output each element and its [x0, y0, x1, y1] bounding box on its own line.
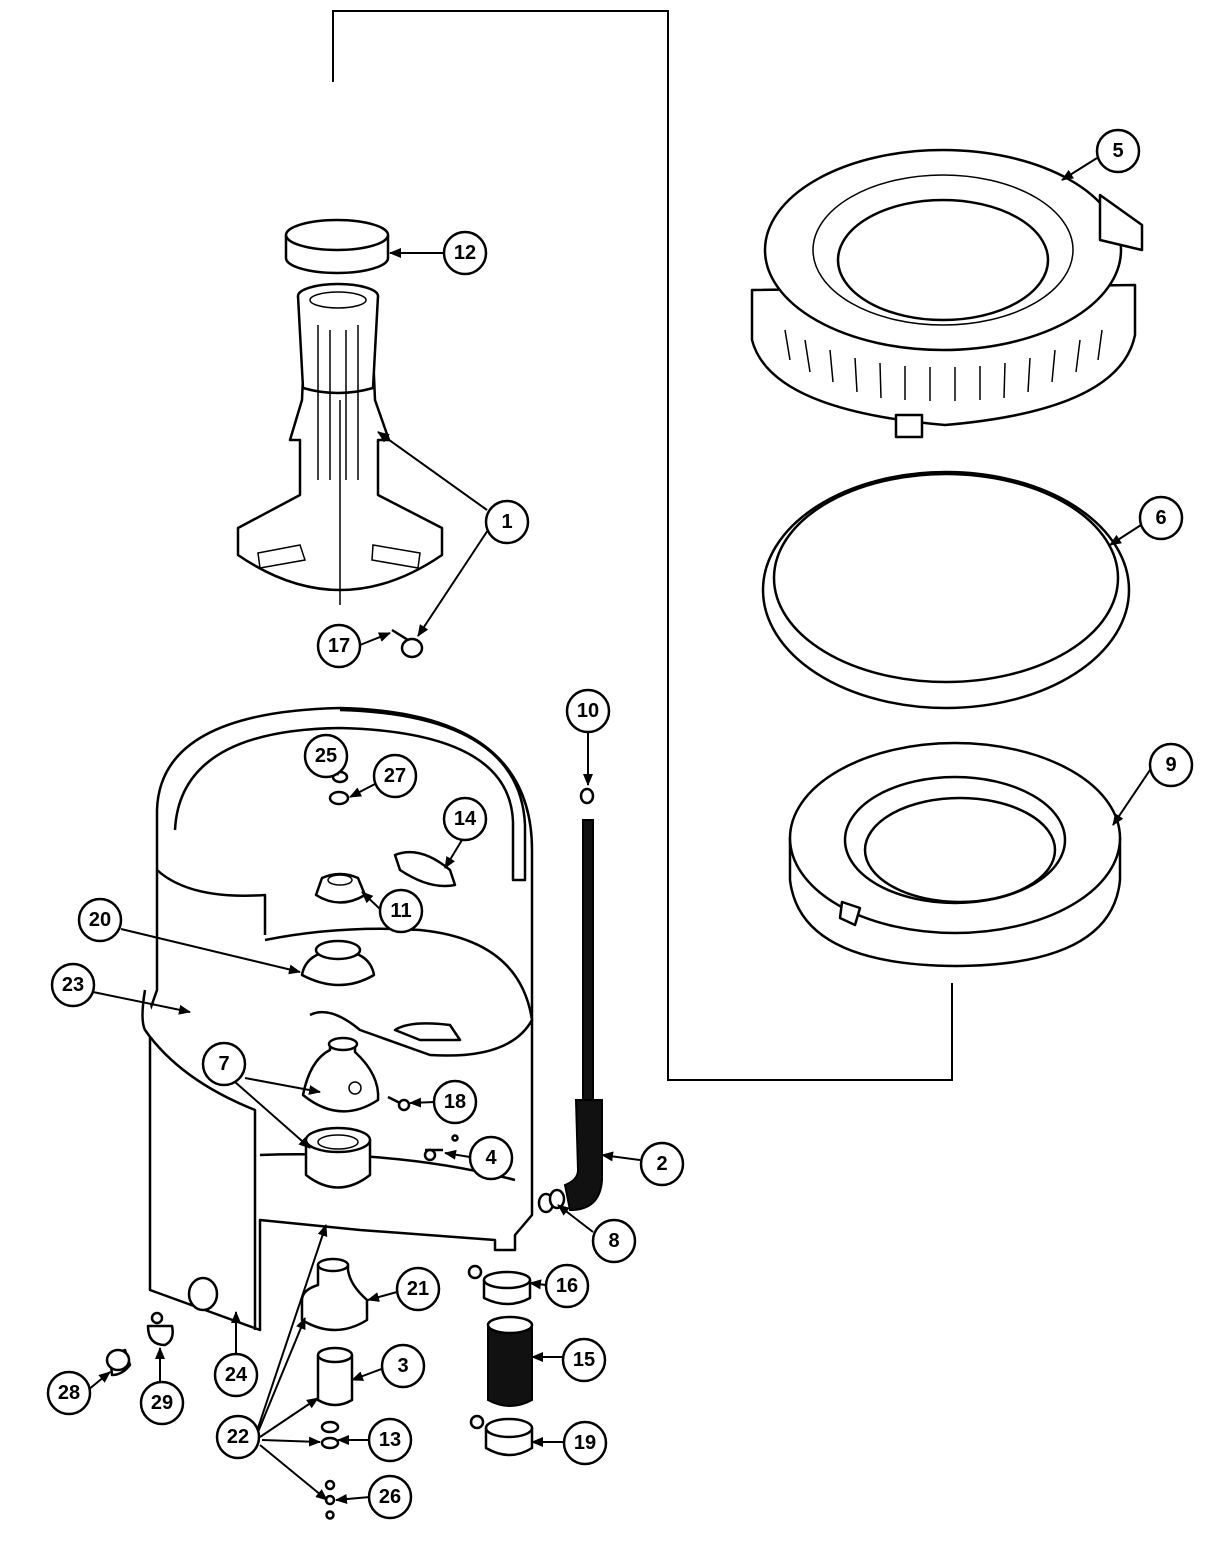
callout-19: 19	[562, 1420, 608, 1466]
part-screw	[391, 628, 424, 659]
callout-22: 22	[215, 1414, 261, 1460]
svg-text:4: 4	[485, 1147, 497, 1169]
callout-18: 18	[432, 1079, 478, 1125]
svg-text:13: 13	[379, 1429, 401, 1451]
svg-text:18: 18	[444, 1091, 466, 1113]
callout-23: 23	[50, 962, 96, 1008]
part-nut	[314, 872, 367, 904]
callout-26: 26	[367, 1474, 413, 1520]
part-boot	[300, 939, 376, 987]
callout-15: 15	[561, 1337, 607, 1383]
part-hose-clip	[146, 1311, 174, 1347]
callout-21: 21	[395, 1266, 441, 1312]
callout-1: 1	[484, 499, 530, 545]
callout-11: 11	[378, 888, 424, 934]
callout-13: 13	[367, 1417, 413, 1463]
svg-text:5: 5	[1112, 140, 1123, 162]
svg-text:17: 17	[328, 635, 350, 657]
part-clamp-19	[469, 1414, 534, 1457]
callout-14: 14	[442, 796, 488, 842]
part-agitator	[236, 282, 444, 605]
leader-lines	[87, 157, 1151, 1505]
callout-6: 6	[1138, 495, 1184, 541]
part-clip	[393, 850, 457, 888]
callout-4: 4	[468, 1135, 514, 1181]
svg-text:10: 10	[577, 700, 599, 722]
callout-2: 2	[639, 1141, 685, 1187]
part-washers	[320, 1420, 340, 1450]
svg-text:1: 1	[501, 511, 512, 533]
svg-text:11: 11	[390, 900, 411, 922]
part-hose	[563, 819, 603, 1212]
part-grommet	[579, 787, 595, 805]
callout-24: 24	[213, 1352, 259, 1398]
part-tub-cover	[788, 741, 1122, 968]
svg-text:26: 26	[379, 1486, 401, 1508]
callout-8: 8	[591, 1218, 637, 1264]
svg-text:22: 22	[227, 1426, 249, 1448]
callout-28: 28	[46, 1370, 92, 1416]
svg-text:28: 28	[58, 1382, 80, 1404]
svg-text:19: 19	[574, 1432, 596, 1454]
callout-16: 16	[544, 1263, 590, 1309]
assembly-connector-lines	[332, 10, 953, 1081]
part-sleeve	[316, 1346, 354, 1407]
part-washer	[537, 1188, 566, 1214]
part-tub-ring	[750, 148, 1144, 439]
callout-17: 17	[316, 623, 362, 669]
callout-7: 7	[201, 1041, 247, 1087]
part-screw-4	[423, 1134, 459, 1162]
svg-text:27: 27	[384, 765, 406, 787]
part-plug	[105, 1348, 132, 1377]
part-clamp-16	[467, 1264, 532, 1306]
svg-text:23: 23	[62, 974, 84, 996]
svg-text:12: 12	[454, 242, 476, 264]
svg-text:24: 24	[225, 1364, 248, 1386]
callout-25: 25	[303, 733, 349, 779]
svg-text:15: 15	[573, 1349, 595, 1371]
svg-text:21: 21	[407, 1278, 429, 1300]
svg-text:29: 29	[151, 1392, 173, 1414]
part-drain-hose	[486, 1315, 534, 1407]
callout-3: 3	[380, 1343, 426, 1389]
svg-text:8: 8	[608, 1230, 619, 1252]
callout-12: 12	[442, 230, 488, 276]
svg-text:25: 25	[315, 745, 337, 767]
part-hub	[300, 1257, 369, 1332]
callout-20: 20	[77, 897, 123, 943]
part-cap	[284, 218, 390, 275]
callout-10: 10	[565, 688, 611, 734]
svg-text:6: 6	[1155, 507, 1166, 529]
svg-text:3: 3	[397, 1355, 408, 1377]
svg-text:16: 16	[556, 1275, 578, 1297]
svg-text:2: 2	[656, 1153, 667, 1175]
part-seal-assembly	[301, 1036, 380, 1189]
part-seal-ring	[761, 470, 1131, 710]
svg-text:7: 7	[218, 1053, 229, 1075]
part-screw-18	[387, 1095, 411, 1112]
callout-5: 5	[1095, 128, 1141, 174]
callout-9: 9	[1148, 742, 1194, 788]
svg-text:20: 20	[89, 909, 111, 931]
callout-27: 27	[372, 753, 418, 799]
svg-text:14: 14	[454, 808, 477, 830]
callout-29: 29	[139, 1380, 185, 1426]
svg-text:9: 9	[1165, 754, 1176, 776]
